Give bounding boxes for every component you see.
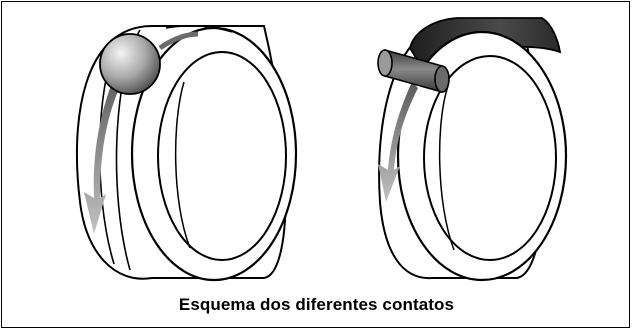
roller-icon (377, 48, 450, 94)
figure-caption: Esquema dos diferentes contatos (178, 295, 455, 314)
rotation-arrow (84, 72, 124, 234)
contact-diagram (75, 17, 568, 282)
ring-bore (423, 55, 557, 261)
roller-contact-ring (377, 17, 568, 282)
rotation-arrow (378, 82, 418, 202)
ring-bore-rim (438, 85, 455, 251)
ball-icon (99, 33, 161, 95)
ball-contact-ring (75, 25, 298, 282)
ring-bore-rim (174, 81, 191, 249)
ring-bore (157, 51, 287, 261)
